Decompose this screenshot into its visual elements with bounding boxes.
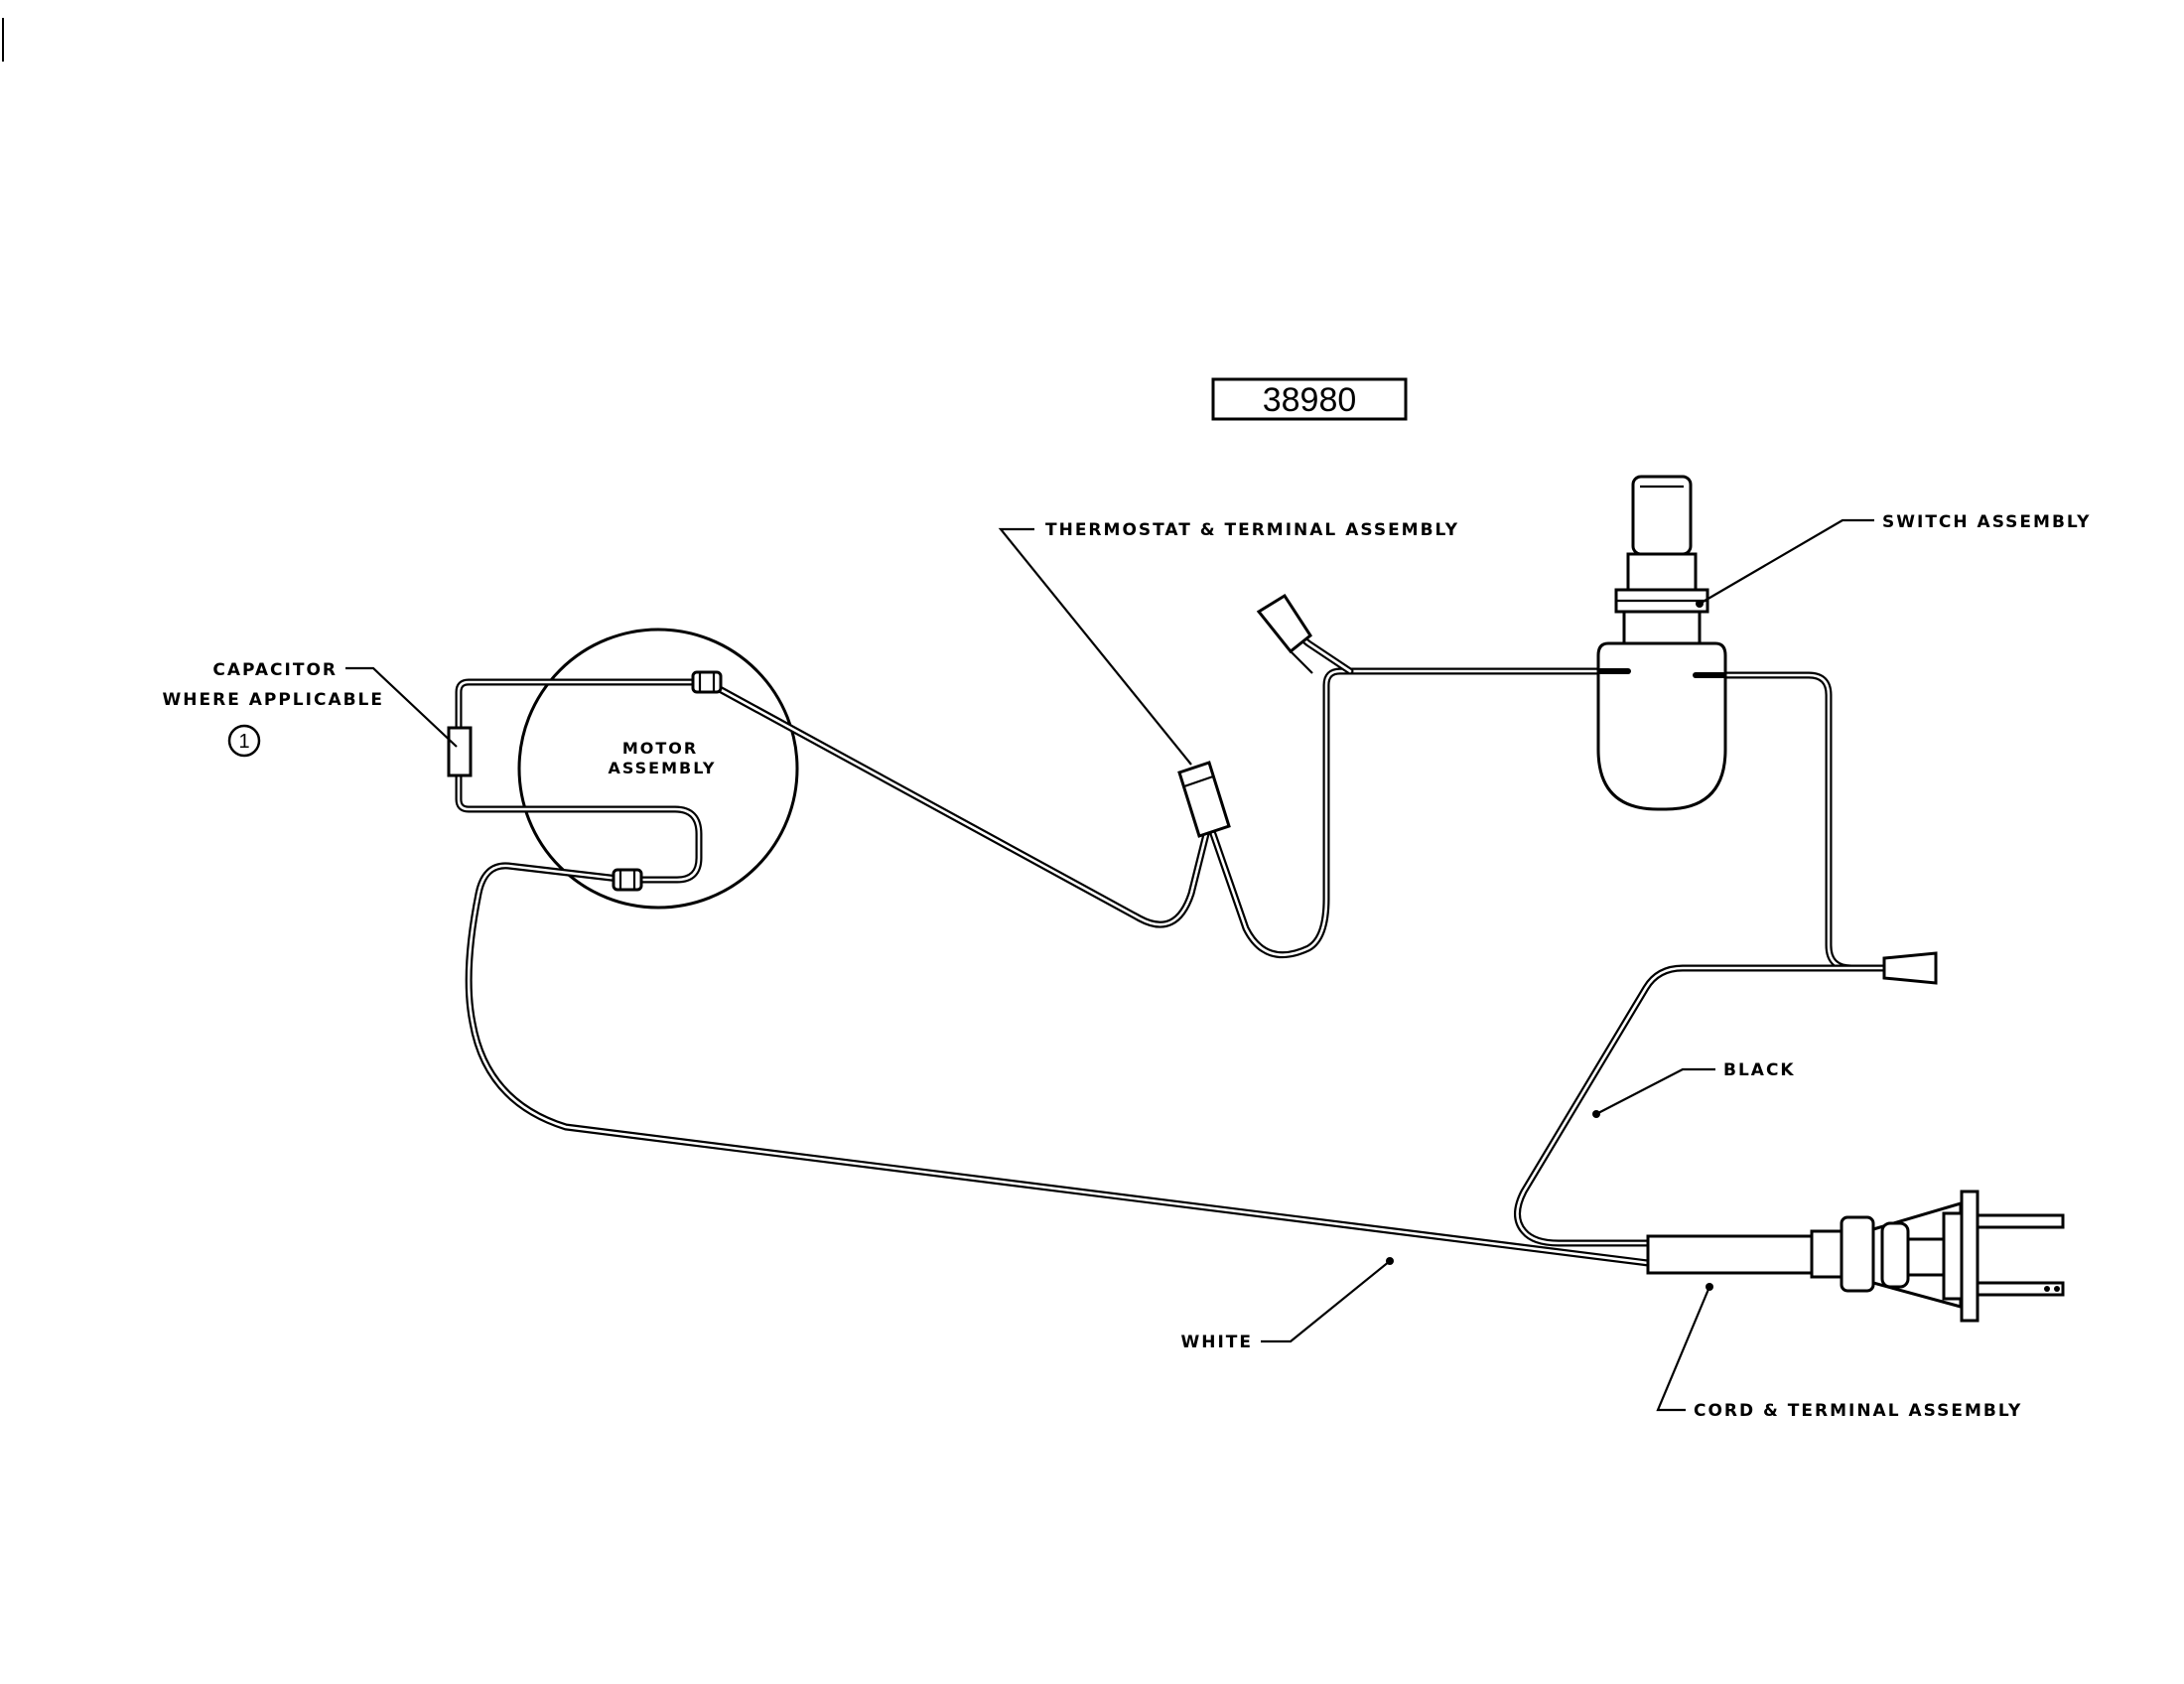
cord-terminal-assembly <box>1646 1190 2065 1323</box>
motor-terminal-top <box>691 670 723 694</box>
drawing-number-box: 38980 <box>1211 377 1408 421</box>
thermostat-label: THERMOSTAT & TERMINAL ASSEMBLY <box>1045 520 1459 540</box>
cord-label: CORD & TERMINAL ASSEMBLY <box>1694 1401 2022 1421</box>
wire-nut-top <box>1256 593 1313 674</box>
motor-label-line2: ASSEMBLY <box>608 759 716 777</box>
thermostat <box>1177 761 1231 838</box>
capacitor <box>447 726 473 777</box>
motor-label-line1: MOTOR <box>622 739 698 758</box>
switch-label: SWITCH ASSEMBLY <box>1882 512 2091 532</box>
note-number: 1 <box>238 731 249 753</box>
motor-terminal-bottom <box>612 868 643 892</box>
leader-lines <box>345 518 1874 1412</box>
motor-thermostat-wire <box>703 678 1210 928</box>
drawing-number: 38980 <box>1263 381 1357 419</box>
capacitor-label-line2: WHERE APPLICABLE <box>163 690 384 710</box>
capacitor-label-line1: CAPACITOR <box>212 660 338 680</box>
capacitor-wire <box>455 678 711 884</box>
switch-assembly <box>1596 475 1727 811</box>
black-label: BLACK <box>1723 1060 1796 1080</box>
black-wire <box>1514 964 1890 1247</box>
white-wire <box>465 862 1652 1267</box>
note-callout: 1 <box>227 724 261 758</box>
wire-nut-right <box>1882 951 1938 985</box>
switch-nut-wire <box>1699 671 1890 972</box>
motor-assembly: MOTOR ASSEMBLY <box>517 628 799 910</box>
thermostat-switch-wire <box>1209 667 1612 959</box>
white-label: WHITE <box>1180 1333 1253 1352</box>
